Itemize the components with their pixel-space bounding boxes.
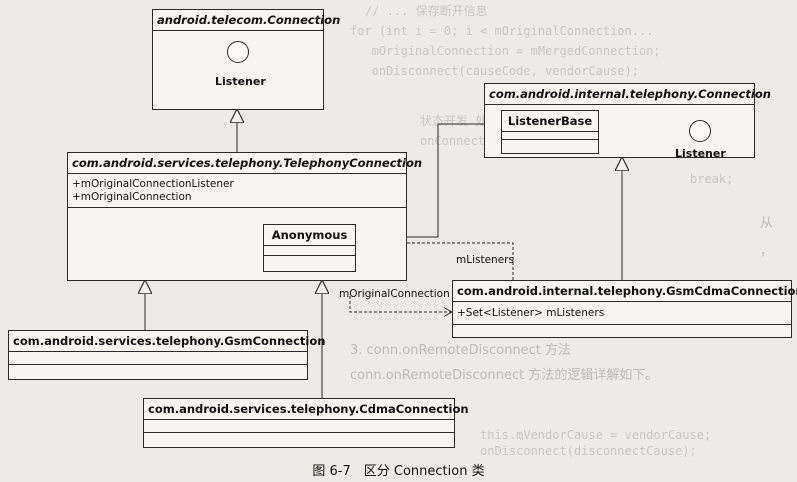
inner-class-section (502, 132, 598, 140)
class-section (9, 365, 307, 377)
class-section (453, 325, 791, 335)
bg-code-4: onDisconnect(causeCode, vendorCause); (350, 64, 639, 78)
class-telecom-connection: android.telecom.Connection Listener (152, 9, 340, 110)
interface-label: Listener (215, 75, 266, 88)
bg-code-7: break; (690, 172, 734, 186)
bg-code-1: // ... 保存断开信息 (365, 4, 488, 18)
bg-text-2: ， (760, 244, 774, 259)
inner-class-title: ListenerBase (502, 111, 598, 132)
attribute: +Set<Listener> mListeners (457, 307, 605, 319)
class-title: com.android.internal.telephony.GsmCdmaCo… (453, 281, 797, 302)
bg-code-9: this.mVendorCause = vendorCause; (480, 428, 712, 442)
class-body: Listener (153, 31, 323, 107)
class-body: ListenerBase Listener (485, 105, 754, 160)
class-internal-connection: com.android.internal.telephony.Connectio… (484, 83, 771, 160)
bg-code-3: mOriginalConnection = mMergedConnection; (350, 44, 661, 58)
bg-code-2: for (int i = 0; i < mOriginalConnection.… (350, 24, 654, 38)
class-title: android.telecom.Connection (153, 10, 340, 31)
attribute: +mOriginalConnection (72, 191, 192, 203)
bg-text-1: 从 (760, 216, 774, 231)
class-gsm-connection: com.android.services.telephony.GsmConnec… (8, 330, 325, 380)
bg-text-3: 3. conn.onRemoteDisconnect 方法 (350, 343, 571, 358)
class-telephony-connection: com.android.services.telephony.Telephony… (67, 152, 422, 281)
class-cdma-connection: com.android.services.telephony.CdmaConne… (143, 398, 469, 448)
class-section (9, 352, 307, 365)
attribute: +mOriginalConnectionListener (72, 178, 234, 190)
interface-label: Listener (675, 147, 726, 160)
inner-class-listenerbase: ListenerBase (501, 110, 599, 154)
class-section (144, 433, 454, 445)
bg-text-4: conn.onRemoteDisconnect 方法的逻辑详解如下。 (350, 368, 659, 383)
edge-mlisteners (355, 243, 514, 280)
class-title: com.android.services.telephony.CdmaConne… (144, 399, 469, 420)
inner-class-title: Anonymous (264, 225, 355, 246)
class-body: Anonymous (68, 208, 406, 296)
inner-class-anonymous: Anonymous (263, 224, 356, 272)
interface-lollipop-icon (227, 41, 249, 63)
edge-moriginalconnection (349, 296, 452, 312)
inner-class-section (264, 256, 355, 265)
figure-caption: 图 6-7 区分 Connection 类 (312, 464, 485, 479)
class-title: com.android.services.telephony.GsmConnec… (9, 331, 325, 352)
edge-label-mlisteners: mListeners (456, 254, 514, 266)
class-title: com.android.internal.telephony.Connectio… (485, 84, 771, 105)
edge-label-moriginalconnection: mOriginalConnection (339, 288, 450, 300)
interface-lollipop-icon (689, 120, 711, 142)
inner-class-section (502, 140, 598, 147)
class-attributes: +mOriginalConnectionListener +mOriginalC… (68, 174, 406, 208)
class-gsmcdma-connection: com.android.internal.telephony.GsmCdmaCo… (452, 280, 797, 338)
class-title: com.android.services.telephony.Telephony… (68, 153, 422, 174)
inner-class-section (264, 246, 355, 256)
class-attributes: +Set<Listener> mListeners (453, 302, 791, 325)
bg-code-10: onDisconnect(disconnectCause); (480, 444, 697, 458)
class-section (144, 420, 454, 433)
